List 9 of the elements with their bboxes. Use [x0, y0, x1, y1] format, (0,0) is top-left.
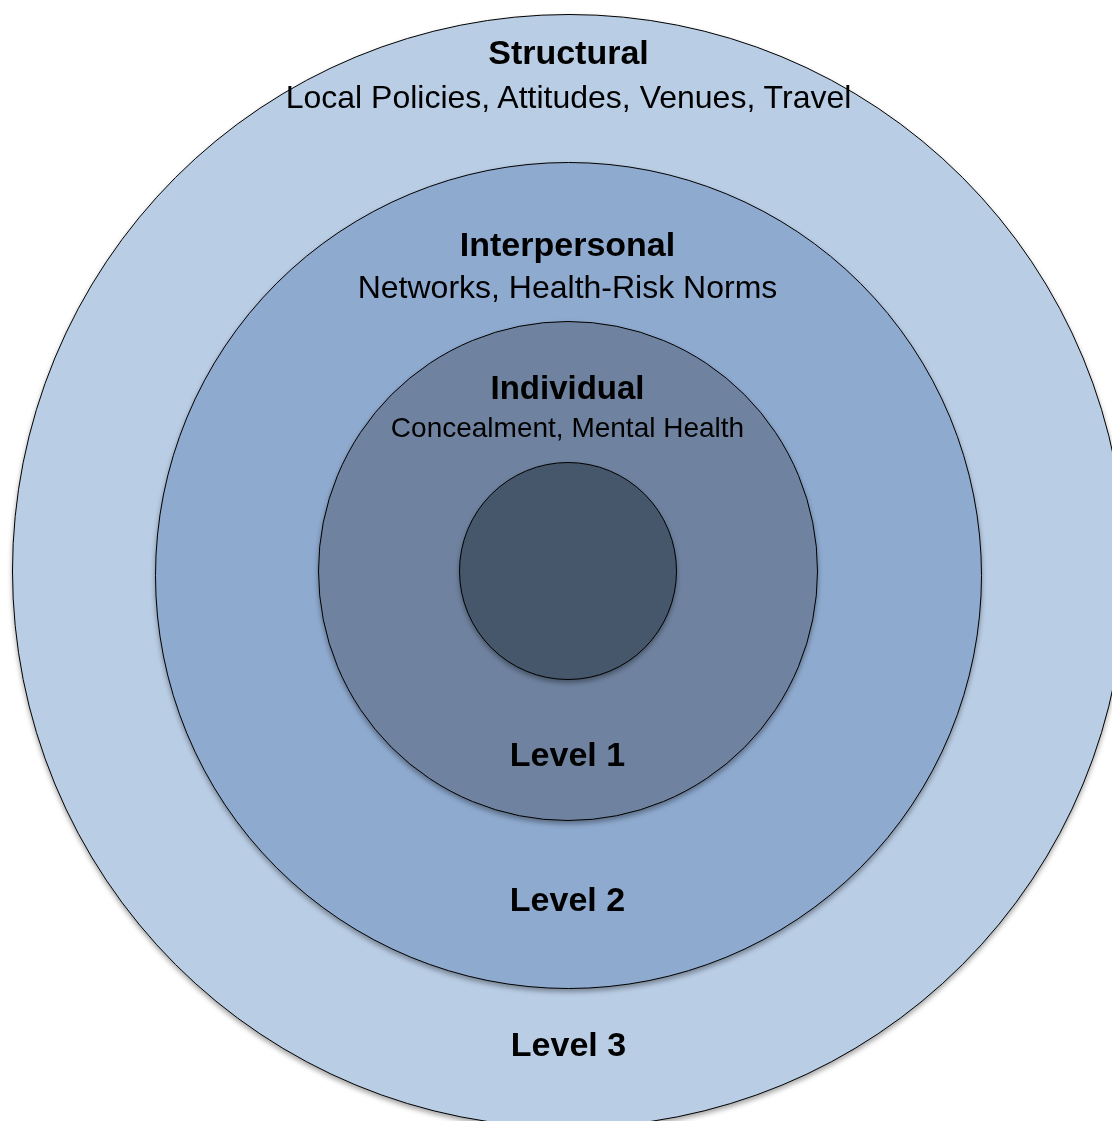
level-description: Concealment, Mental Health	[390, 410, 745, 445]
level-label: Level 2	[509, 879, 626, 919]
level-title: Structural	[488, 31, 649, 72]
level-title: Individual	[490, 368, 645, 407]
level-label: Level 3	[510, 1023, 627, 1064]
level-description: Networks, Health-Risk Norms	[357, 268, 778, 307]
level-title: Interpersonal	[459, 224, 676, 264]
level-description: Local Policies, Attitudes, Venues, Travel	[284, 77, 853, 117]
level-label: Level 1	[509, 733, 626, 774]
